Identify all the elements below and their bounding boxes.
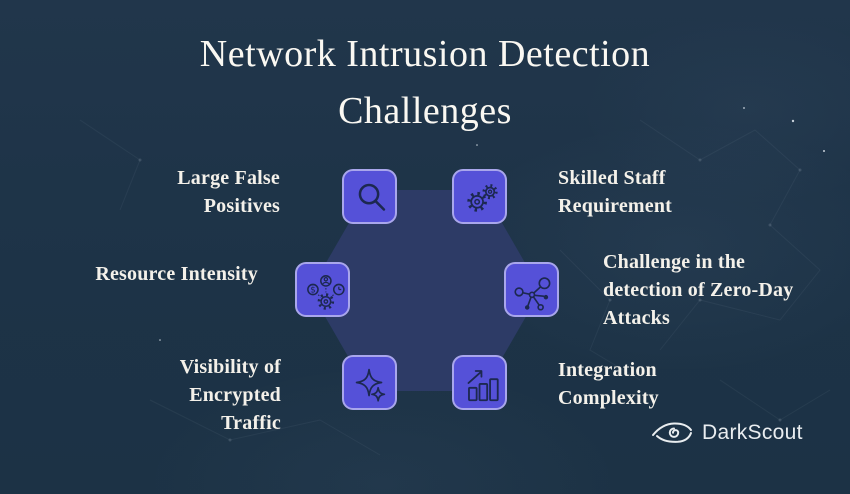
tile-visibility-encrypted-traffic xyxy=(342,355,397,410)
brand-name: DarkScout xyxy=(702,421,803,444)
label-line: Positives xyxy=(203,195,280,217)
tile-skilled-staff-requirement xyxy=(452,169,507,224)
svg-text:$: $ xyxy=(310,285,315,295)
tile-zero-day-detection xyxy=(504,262,559,317)
item-label-visibility-encrypted-traffic: Visibility of Encrypted Traffic xyxy=(61,353,281,437)
label-line: Large False xyxy=(177,167,280,189)
page-title-line-1: Network Intrusion Detection xyxy=(199,33,651,75)
search-icon xyxy=(358,183,385,211)
page-title-line-2: Challenges xyxy=(338,90,512,132)
brand-logo: DarkScout xyxy=(650,419,803,447)
bar-chart-icon xyxy=(467,369,499,401)
sparkles-icon xyxy=(355,368,385,402)
item-label-resource-intensity: Resource Intensity xyxy=(38,260,258,288)
tile-integration-complexity xyxy=(452,355,507,410)
label-line: Visibility of xyxy=(179,356,281,378)
network-nodes-icon xyxy=(513,276,550,311)
tile-large-false-positives xyxy=(342,169,397,224)
tile-resource-intensity: $ xyxy=(295,262,350,317)
resources-icon: $ xyxy=(306,274,345,310)
item-label-zero-day-detection: Challenge in the detection of Zero-Day A… xyxy=(603,248,813,332)
item-label-integration-complexity: Integration Complexity xyxy=(558,356,758,412)
label-line: Skilled Staff xyxy=(558,167,666,189)
label-line: Resource Intensity xyxy=(95,263,258,285)
label-line: Complexity xyxy=(558,387,659,409)
label-line: Integration xyxy=(558,359,657,381)
label-line: Challenge in the xyxy=(603,251,746,273)
item-label-skilled-staff-requirement: Skilled Staff Requirement xyxy=(558,164,768,220)
gears-icon xyxy=(466,183,498,212)
item-label-large-false-positives: Large False Positives xyxy=(80,164,280,220)
eye-logo-icon xyxy=(652,422,692,443)
label-line: Traffic xyxy=(221,412,281,434)
label-line: detection of Zero-Day xyxy=(603,279,794,301)
label-line: Attacks xyxy=(603,307,670,329)
label-line: Encrypted xyxy=(189,384,281,406)
label-line: Requirement xyxy=(558,195,673,217)
page-title: Network Intrusion Detection Challenges xyxy=(0,26,850,140)
